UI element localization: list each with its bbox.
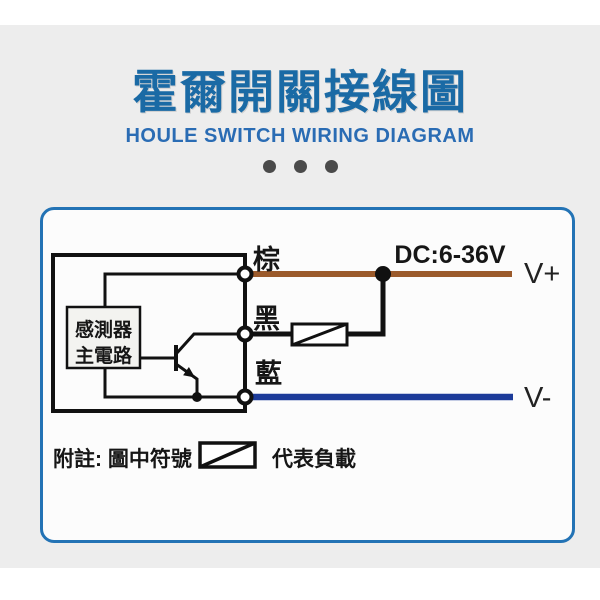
note-prefix: 附註: 圖中符號 (53, 447, 192, 471)
terminal-brown (236, 265, 254, 283)
supply-voltage-label: DC:6-36V (394, 241, 505, 269)
note-load-symbol-diagonal (199, 441, 256, 469)
terminal-blue (236, 388, 254, 406)
sensor-box-label-line2: 主電路 (75, 344, 133, 367)
black-wire-label: 黑 (253, 304, 280, 334)
page-title: 霍爾開關接線圖 (132, 66, 468, 118)
page-subtitle: HOULE SWITCH WIRING DIAGRAM (125, 125, 475, 147)
transistor-emitter-wire (175, 362, 199, 397)
note-suffix: 代表負載 (271, 447, 356, 471)
emitter-arrow-icon (183, 367, 195, 378)
terminal-black (236, 325, 254, 343)
blue-wire-label: 藍 (255, 359, 282, 389)
load-to-rail-wire (347, 274, 386, 337)
brown-wire-label: 棕 (253, 245, 280, 275)
wiring-diagram-panel: 感測器 主電路 棕 黑 藍 (40, 207, 575, 543)
sensor-main-circuit-box (65, 305, 142, 370)
decoration-dot (293, 160, 307, 173)
decoration-dots (0, 160, 600, 173)
sensor-box-label-line1: 感測器 (75, 318, 133, 341)
v-minus-label: V- (524, 382, 551, 414)
load-symbol-diagonal (291, 322, 348, 347)
rail-junction-dot (375, 266, 391, 282)
decoration-dot (262, 160, 276, 173)
v-plus-label: V+ (524, 258, 560, 290)
decoration-dot (324, 160, 338, 173)
transistor-collector-wire (174, 332, 245, 356)
emitter-junction-dot (192, 392, 202, 402)
wiring-diagram: 感測器 主電路 棕 黑 藍 (51, 241, 560, 471)
